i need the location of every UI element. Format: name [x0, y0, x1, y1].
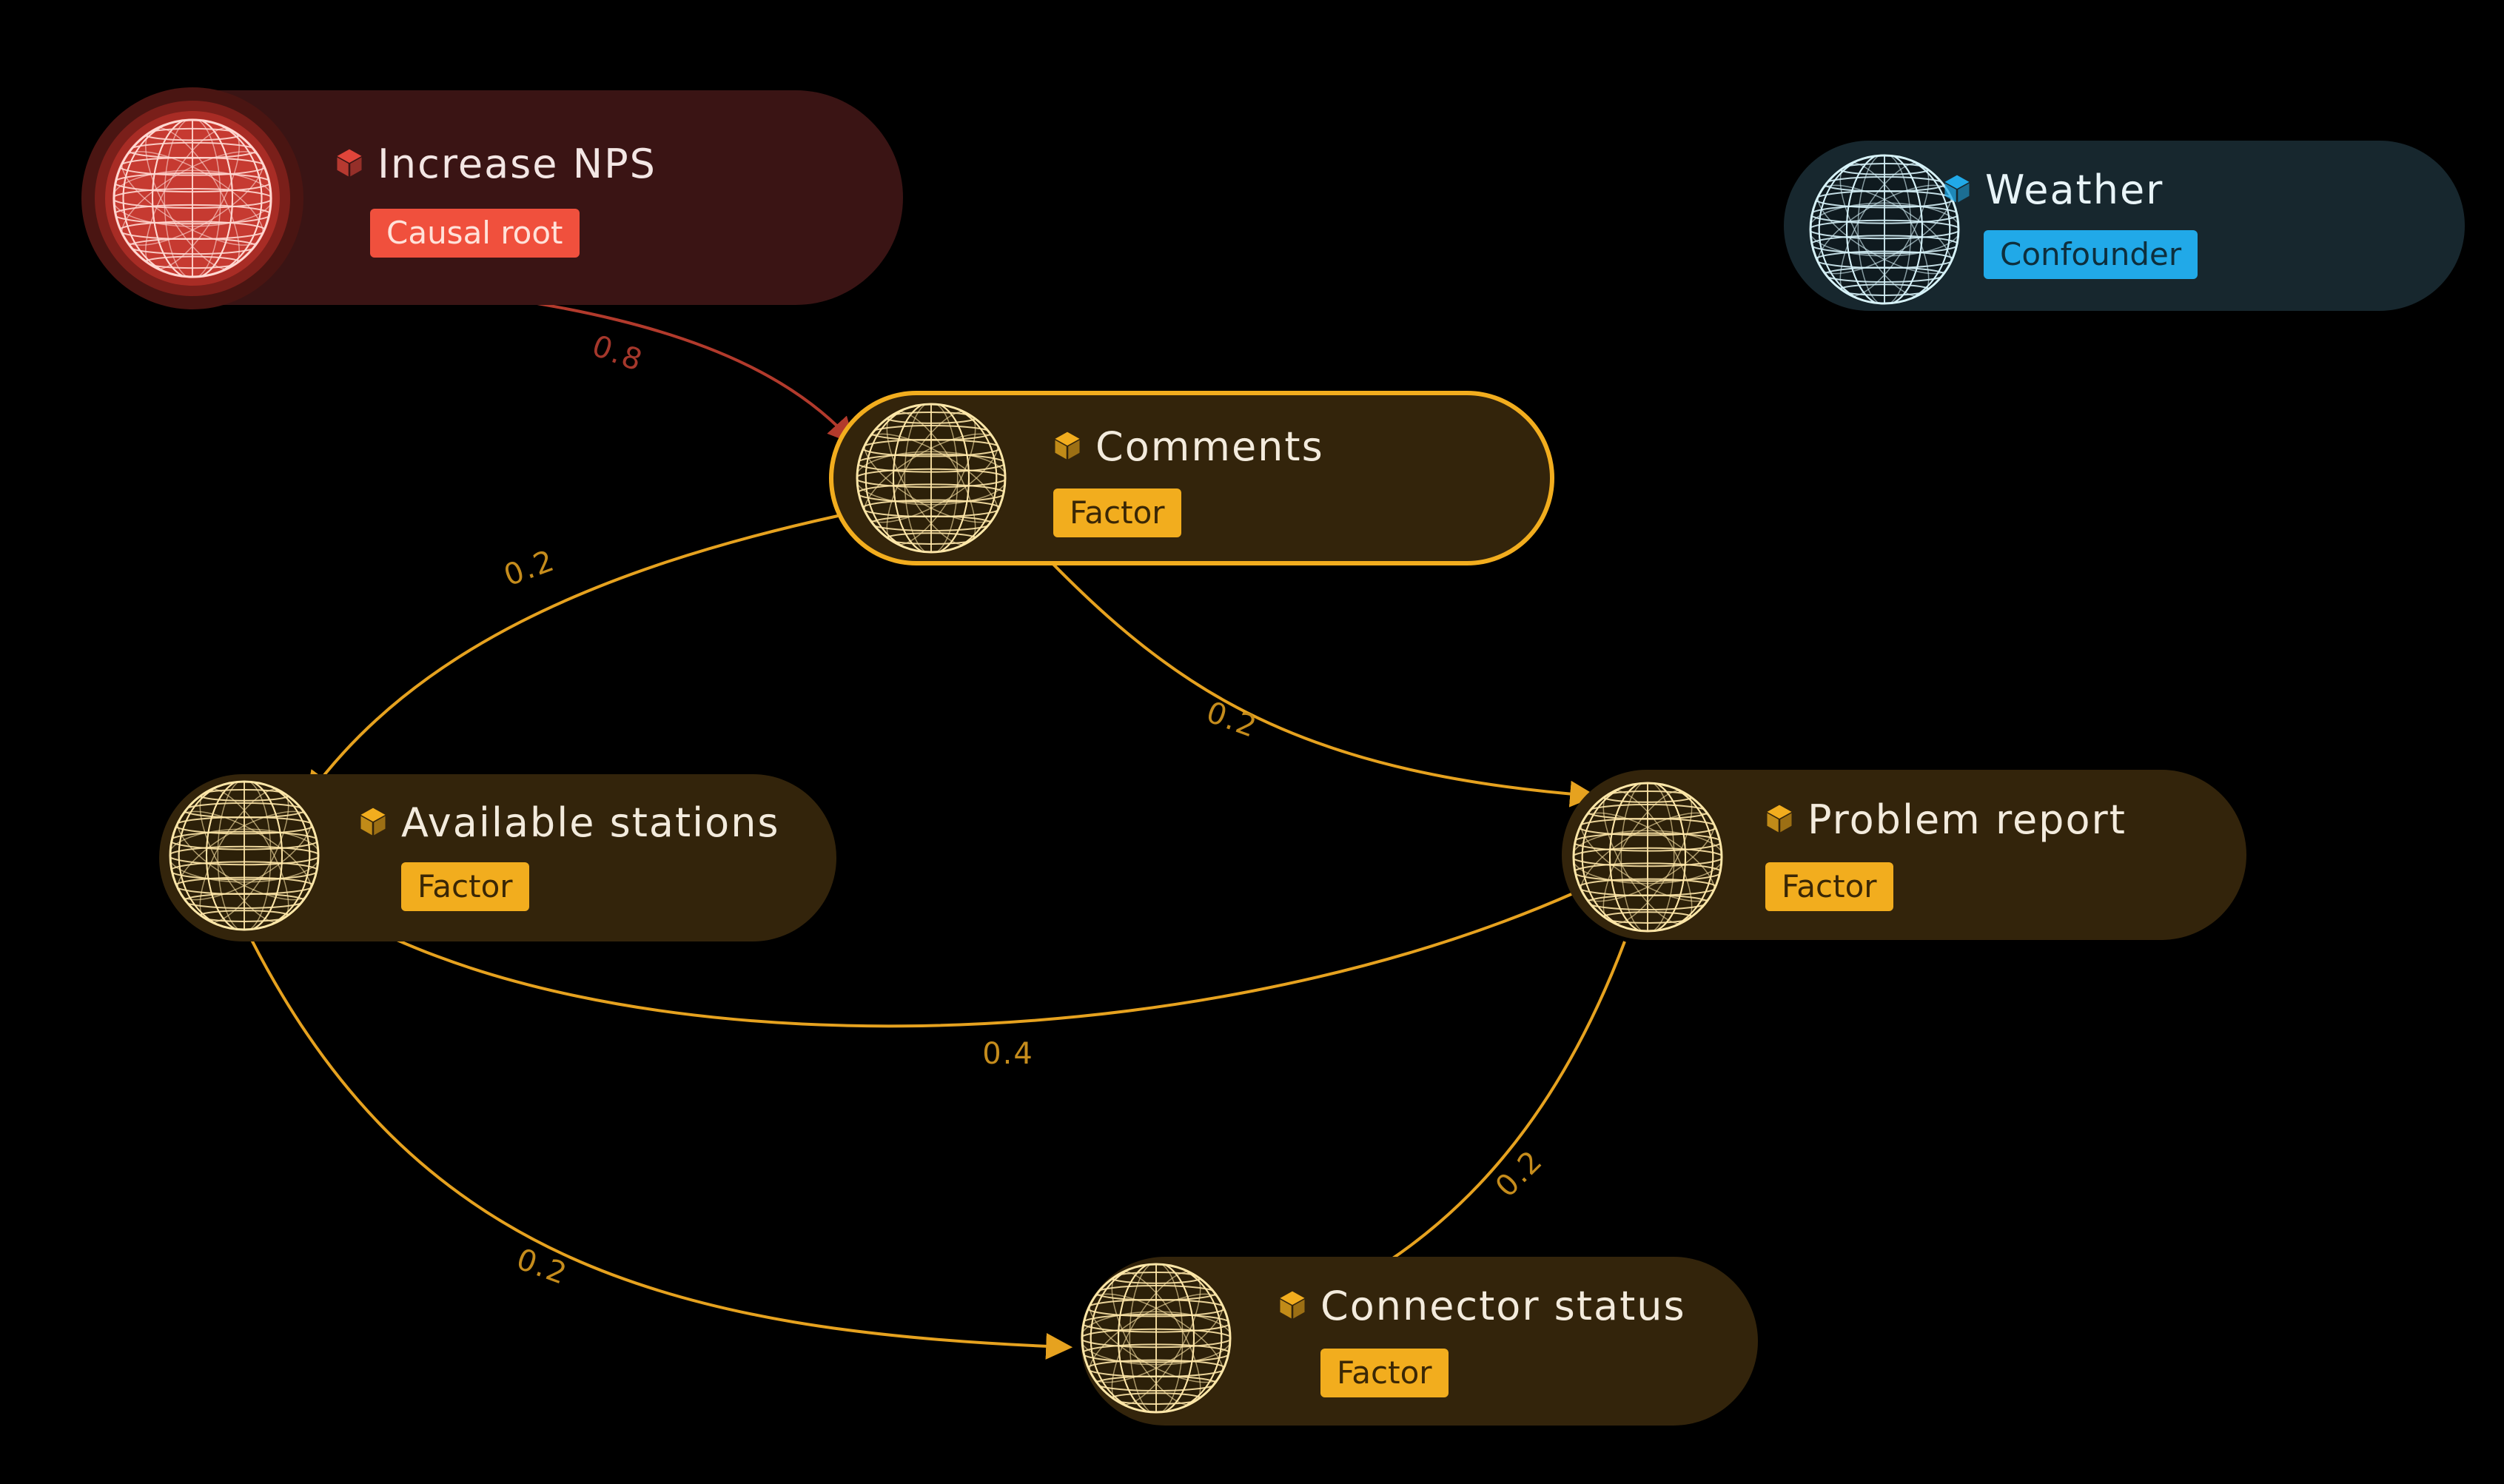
- geodesic-sphere-icon[interactable]: [1572, 782, 1723, 933]
- geodesic-sphere-icon[interactable]: [1809, 154, 1960, 305]
- cube-icon: [333, 147, 366, 179]
- edge-weight-label: 0.2: [512, 1242, 572, 1292]
- node-title: Weather: [1985, 167, 2164, 213]
- cube-icon: [1941, 172, 1973, 205]
- node-title: Comments: [1095, 423, 1324, 470]
- node-title: Available stations: [401, 799, 780, 846]
- edge-comments-to-available-stations[interactable]: [306, 514, 839, 799]
- geodesic-sphere-icon[interactable]: [856, 403, 1007, 554]
- geodesic-sphere-icon[interactable]: [113, 118, 272, 278]
- node-type-badge: Confounder: [1984, 230, 2198, 279]
- cube-icon: [357, 805, 389, 838]
- cube-icon: [1051, 429, 1084, 462]
- geodesic-sphere-icon[interactable]: [169, 780, 320, 931]
- edge-comments-to-problem-report[interactable]: [999, 508, 1597, 808]
- edge-weight-label: 0.2: [500, 543, 560, 593]
- edge-weight-label: 0.2: [1202, 695, 1262, 745]
- node-type-badge: Factor: [1320, 1349, 1449, 1397]
- node-type-badge: Factor: [401, 862, 529, 911]
- node-title: Problem report: [1807, 796, 2127, 843]
- geodesic-sphere-icon[interactable]: [1081, 1263, 1232, 1414]
- edge-available-stations-to-connector-status[interactable]: [250, 939, 1073, 1360]
- edge-weight-label: 0.4: [982, 1037, 1034, 1071]
- node-type-badge: Causal root: [370, 209, 580, 258]
- cube-icon: [1276, 1289, 1309, 1321]
- edge-problem-report-to-available-stations[interactable]: [315, 890, 1577, 1028]
- cube-icon: [1763, 802, 1796, 835]
- edge-weight-label: 0.2: [1489, 1144, 1550, 1204]
- node-title: Increase NPS: [377, 141, 657, 187]
- edge-weight-label: 0.8: [588, 329, 648, 378]
- node-title: Connector status: [1320, 1283, 1686, 1329]
- node-type-badge: Factor: [1053, 488, 1181, 537]
- node-type-badge: Factor: [1765, 862, 1893, 911]
